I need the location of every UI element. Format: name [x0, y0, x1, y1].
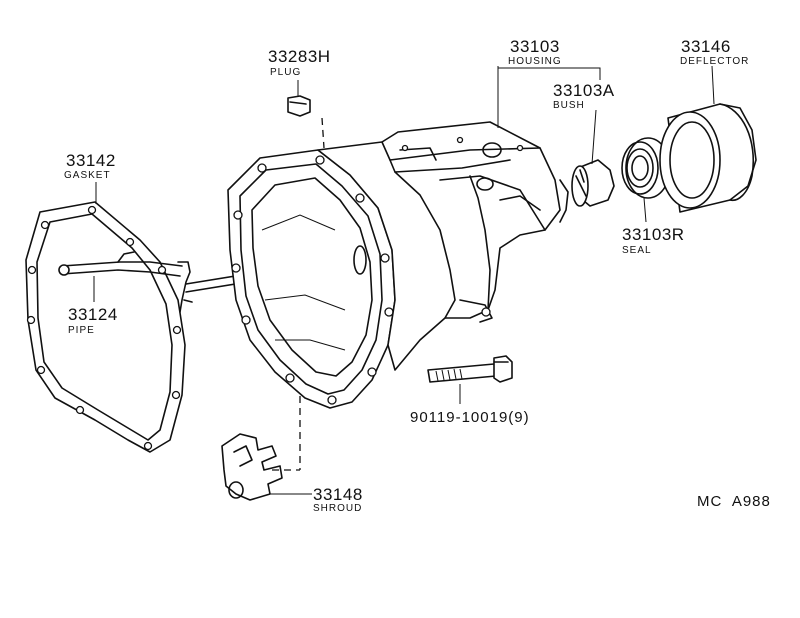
part-name: BUSH [553, 100, 585, 111]
part-label-seal: 33103R SEAL [622, 225, 685, 256]
part-number: 33148 [313, 485, 363, 504]
gasket-drawing [25, 201, 186, 453]
part-label-plug: 33283H PLUG [268, 47, 331, 78]
part-label-shroud: 33148 SHROUD [313, 485, 363, 514]
part-label-deflector: 33146 DEFLECTOR [680, 37, 749, 67]
bush-drawing [571, 159, 615, 207]
part-number: 33103A [553, 81, 615, 100]
part-number: 33283H [268, 47, 331, 66]
part-number: 33146 [681, 37, 731, 56]
part-name: PLUG [270, 67, 301, 78]
part-name: SEAL [622, 245, 652, 256]
plug-drawing [287, 95, 325, 149]
part-label-bush: 33103A BUSH [553, 81, 615, 111]
part-name: PIPE [68, 325, 95, 336]
part-number: 33103 [510, 37, 560, 56]
part-label-gasket: 33142 GASKET [64, 151, 116, 181]
bolt-drawing [427, 355, 513, 383]
deflector-drawing [659, 103, 757, 213]
part-number: 33103R [622, 225, 685, 244]
diagram-code: MC A988 [697, 493, 771, 510]
part-number: 90119-10019(9) [410, 409, 530, 426]
part-label-bolt: 90119-10019(9) [410, 409, 530, 426]
housing-drawing [227, 121, 569, 409]
part-name: HOUSING [508, 56, 562, 67]
leader-lines [95, 65, 715, 495]
part-label-housing: 33103 HOUSING [508, 37, 562, 67]
part-name: DEFLECTOR [680, 56, 749, 67]
part-label-pipe: 33124 PIPE [68, 305, 118, 336]
part-name: SHROUD [313, 503, 362, 514]
part-number: 33142 [66, 151, 116, 170]
shroud-drawing [221, 396, 301, 501]
part-number: 33124 [68, 305, 118, 324]
part-name: GASKET [64, 170, 111, 181]
